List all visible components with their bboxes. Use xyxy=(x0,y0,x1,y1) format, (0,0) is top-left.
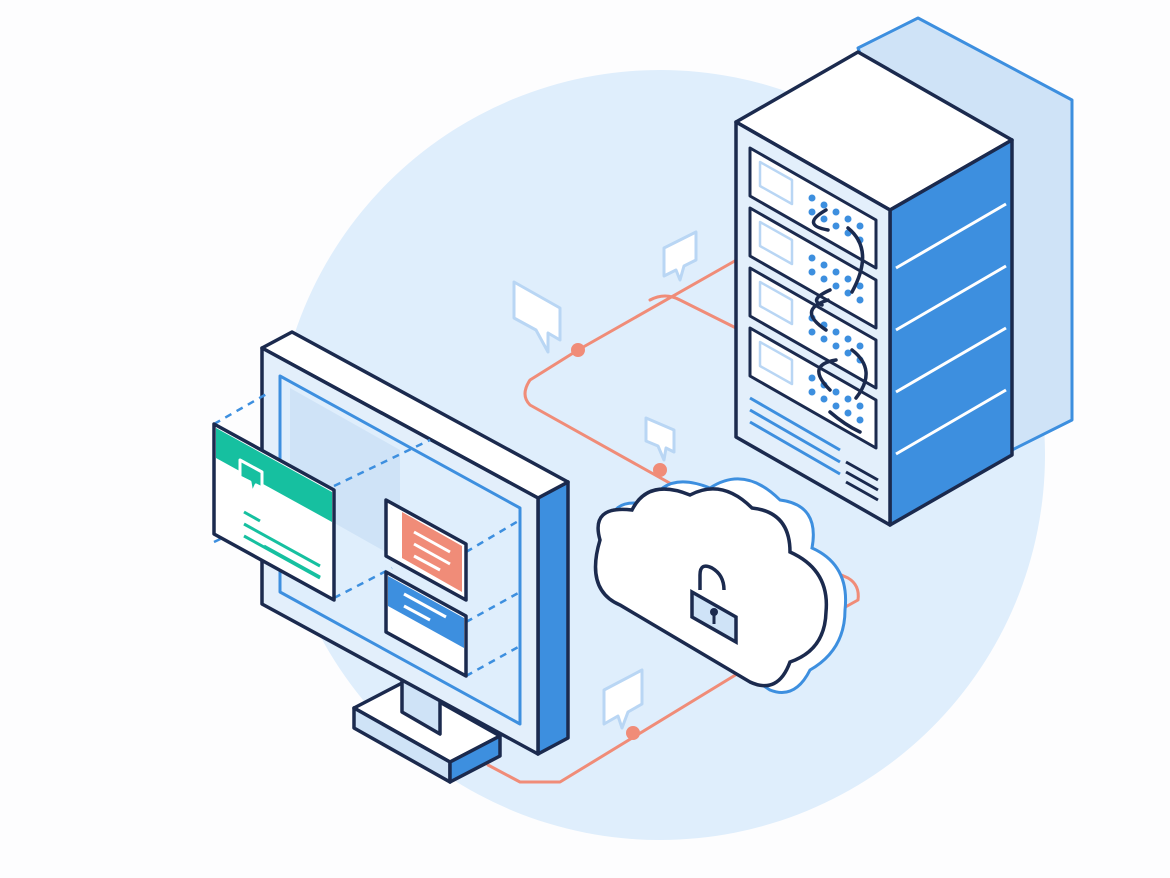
line-upper-branch xyxy=(648,294,742,332)
line-cloud-to-server-lower xyxy=(806,558,860,612)
window-card-icon xyxy=(384,570,468,678)
chat-bubble-icon xyxy=(512,280,562,354)
cloud-body xyxy=(593,487,829,688)
node-dot xyxy=(571,343,585,357)
connection-lines xyxy=(486,256,860,784)
chat-bubble-icon xyxy=(644,416,676,462)
chat-bubble-icon xyxy=(662,230,698,282)
monitor-side xyxy=(536,480,570,756)
chat-bubble-icon xyxy=(238,458,264,496)
patch-cables xyxy=(809,208,868,434)
node-dot xyxy=(653,463,667,477)
drawer-labels xyxy=(758,160,794,386)
line-left-loop xyxy=(523,256,742,502)
window-card-icon xyxy=(384,498,468,602)
line-monitor-to-cloud xyxy=(486,658,762,784)
server-rack-icon xyxy=(734,16,1074,527)
window-card-icon xyxy=(212,422,336,602)
padlock-icon xyxy=(690,564,738,646)
node-dot xyxy=(626,726,640,740)
cloud-icon xyxy=(593,477,848,694)
rack-vents xyxy=(845,460,879,502)
chat-bubble-icon xyxy=(602,668,644,730)
rack-side xyxy=(888,138,1014,527)
